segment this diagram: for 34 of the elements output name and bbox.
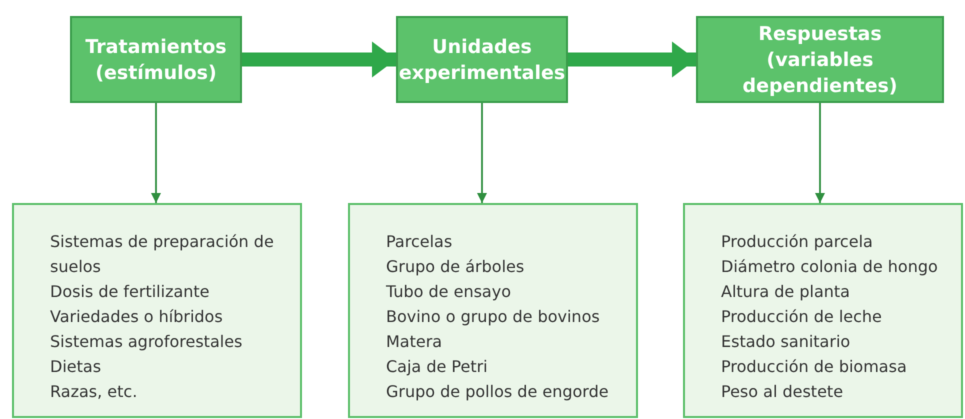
arrow <box>815 103 825 203</box>
list-item: Parcelas <box>386 231 454 253</box>
stage-title: Tratamientos (estímulos) <box>84 34 228 86</box>
list-item: Grupo de árboles <box>386 256 526 278</box>
list-item: Diámetro colonia de hongo <box>721 256 939 278</box>
list-item: Sistemas agroforestales <box>50 331 244 353</box>
list-box <box>348 203 638 418</box>
stage-title: Respuestas (variables dependientes) <box>742 22 898 98</box>
stage-box <box>396 16 568 103</box>
list-item: Bovino o grupo de bovinos <box>386 306 601 328</box>
list-item: Variedades o híbridos <box>50 306 224 328</box>
arrow <box>242 42 396 78</box>
list-item: Dietas <box>50 356 102 378</box>
list-item: Altura de planta <box>721 281 851 303</box>
arrow <box>568 42 696 78</box>
list-item: Producción parcela <box>721 231 874 253</box>
list-box <box>683 203 963 418</box>
list-item: Dosis de fertilizante <box>50 281 211 303</box>
stage-box <box>70 16 242 103</box>
list-item: Grupo de pollos de engorde <box>386 381 610 403</box>
arrow <box>477 103 487 203</box>
list-item: Matera <box>386 331 444 353</box>
list-box <box>12 203 302 418</box>
list-item: Tubo de ensayo <box>386 281 512 303</box>
list-item: Producción de leche <box>721 306 883 328</box>
list-item: Razas, etc. <box>50 381 138 403</box>
list-item: Sistemas de preparación de suelos <box>50 231 275 278</box>
stage-box <box>696 16 944 103</box>
list-item: Estado sanitario <box>721 331 852 353</box>
arrow <box>151 103 161 203</box>
stage-title: Unidades experimentales <box>398 34 566 86</box>
list-item: Producción de biomasa <box>721 356 908 378</box>
list-item: Peso al destete <box>721 381 844 403</box>
list-item: Caja de Petri <box>386 356 489 378</box>
